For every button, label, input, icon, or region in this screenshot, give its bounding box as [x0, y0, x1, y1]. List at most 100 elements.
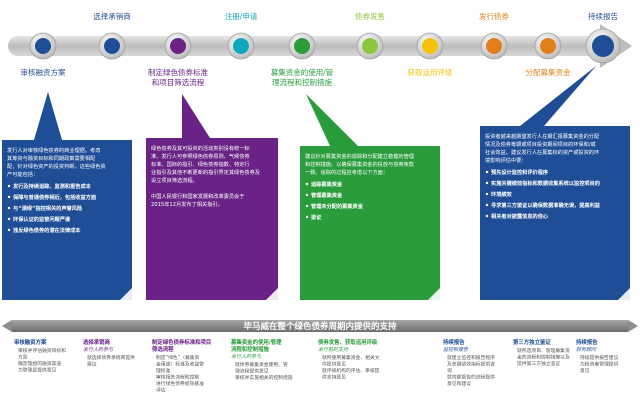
support-column-item: 评估 [156, 387, 166, 394]
info-box-pointer-3 [306, 94, 358, 146]
info-box-bullet: 管理募集资金 [311, 191, 343, 199]
support-bar [12, 320, 628, 332]
support-column-item: 制定“绿色”（募集资 [156, 354, 200, 361]
support-column-item: 为管理层提供意见 [18, 367, 57, 374]
support-column-item: 提供第三方独立鉴证 [517, 360, 560, 367]
stage-bottom-label-9: 分配募集资金 [526, 67, 571, 77]
info-box-2: 绿色债券及其可投资的活动类别没有统一标准。发行人可参照绿色债券原则、气候债券标准… [146, 94, 278, 300]
info-box-bullet: 发行及持续追踪、监测和报告成本 [12, 182, 92, 190]
support-column-title: 审核融资方案 [14, 338, 47, 346]
info-box-text-line: 业指引及其他不断更新的指引界定其绿色债券及 [151, 168, 260, 176]
support-column-title-cont: 筛选流程 [151, 345, 174, 353]
support-column-title: 债券发售、获取运用评级 [318, 338, 378, 346]
support-column-item: 为投资者管理提供 [580, 361, 619, 368]
support-column-6: 持续报告监控和报告就建立监控和报告程序及关键绩效指标提供咨询就内部报告的流程提供… [443, 338, 495, 387]
bullet-dot [305, 182, 309, 186]
info-box-bullet: 寻求第三方鉴证以确保数据准确无误，提高利益 [491, 201, 601, 209]
stage-bottom-label-5: 募集资金的使用/管理流程和控制措施 [271, 67, 334, 87]
bullet-dot [305, 193, 309, 197]
info-box-fold-3 [428, 288, 440, 300]
info-box-text-line: 配，针对绿色资产的投资判断，这些绿色资 [7, 162, 106, 170]
bullet-dot [305, 215, 309, 219]
info-box-bullet: 预先设计监控和评价程序 [491, 168, 549, 176]
support-column-item: 确定理想的融资渠道 [18, 360, 61, 367]
info-box-text-line: 其筹资与融资目标和同期政策需要相配 [7, 154, 96, 162]
info-box-pointer-2 [182, 94, 210, 138]
info-box-bullet: 保障与普通债券相近，包括收益方面 [12, 193, 96, 201]
support-column-item: 审核相关流程和控制 [156, 374, 199, 381]
info-box-body-2 [146, 138, 278, 300]
support-column-item: 供支持意见 [322, 374, 346, 381]
stage-top-label-6: 债券发售 [355, 11, 385, 21]
support-bar-right-arrow [628, 320, 638, 332]
info-box-text-line: 准。发行人可参照绿色债券原则、气候债券 [151, 152, 250, 160]
stage-dot-9 [540, 38, 556, 54]
support-bar-left-arrow [2, 320, 12, 332]
support-column-item: 审核并评估融资目标和 [18, 347, 66, 354]
support-column-title: 持续报告 [576, 338, 598, 346]
info-box-3: 建议针对募集资金的追踪和分配建立稳健的管理和控制措施。以确保募集资金的投放与债券… [300, 94, 440, 300]
info-box-text-line: 境影响评估中要： [485, 156, 527, 164]
info-box-text-line: 建议针对募集资金的追踪和分配建立稳健的管理 [305, 152, 415, 160]
info-box-text-line: 设立项目筛选流程。 [151, 176, 198, 184]
info-box-text-line: 中国人民银行和国家发展和改革委员会于 [151, 192, 244, 200]
stage-dot-2 [104, 38, 120, 54]
stage-top-label-10: 持续报告 [588, 11, 618, 21]
info-box-text-line: 一致。追踪的过程应考虑以下方面： [305, 168, 388, 176]
bullet-dot [485, 192, 489, 196]
support-column-item: 就选择债券承销商提供 [87, 354, 135, 361]
support-column-title: 持续报告 [443, 338, 465, 346]
support-column-item: 理流程提供意见 [235, 368, 269, 375]
stage-dot-7 [422, 38, 438, 54]
support-column-3: 制定绿色债券标准和项目筛选流程制定“绿色”（募集资金用途）标准及收益管理标准审核… [151, 338, 211, 394]
support-column-item: 进行绿色债券绩效基准 [156, 380, 204, 387]
stage-bottom-label-3: 制定绿色债券标准和项目筛选流程 [148, 67, 208, 87]
stage-top-label-2: 选择承销商 [93, 11, 131, 21]
bullet-dot [7, 195, 11, 199]
support-column-item: 金用途）标准及收益管 [156, 361, 204, 368]
stage-bottom-label-1: 审核融资方案 [21, 67, 66, 77]
support-column-title: 第三方独立鉴证 [513, 338, 551, 346]
support-column-item: 金的流程和控制措施以及 [517, 354, 570, 361]
info-box-bullet: 环境绩效 [491, 190, 513, 198]
info-box-bullet: 环保认证的监管问题严谨 [13, 215, 71, 223]
stage-top-label-4: 注册/申请 [225, 11, 258, 21]
info-box-bullet: 管理未分配的募集资金 [311, 202, 364, 210]
stage-bottom-label-7: 获取运用评级 [408, 67, 453, 77]
info-box-pointer-1 [34, 92, 62, 140]
support-column-subtitle: 发行人的参与 [83, 346, 114, 353]
support-bar-text: 毕马威在整个绿色债券周期内提供的支持 [243, 321, 397, 332]
support-column-item: 就评级机构的评估、审核提 [322, 367, 380, 374]
bullet-dot [485, 203, 489, 207]
info-box-fold-4 [618, 288, 630, 300]
support-column-item: 就建立监控和报告程序 [447, 354, 495, 361]
info-box-bullet: 鉴证 [310, 213, 322, 221]
bullet-dot [305, 204, 309, 208]
info-box-bullet: 与“漂绿”指控相关的声誉风险 [13, 204, 83, 212]
bullet-dot [7, 184, 11, 188]
bullet-dot [485, 214, 489, 218]
stage-dot-4 [233, 38, 249, 54]
support-column-subtitle: 发行前的支持 [318, 346, 349, 353]
info-box-text-line: 和控制措施。以确保募集资金的投放与债券条款 [305, 160, 415, 168]
info-box-text-line: 2015年12月发布了相关指引。 [151, 200, 223, 208]
info-box-1: 发行人对审核绿色债券的商业理据。考虑其筹资与融资目标和同期政策需要相配配，针对绿… [2, 92, 132, 300]
info-box-text-line: 标准、国际的指引、绿色债券指数、特定行 [151, 160, 250, 168]
info-box-bullet: 实施关键绩效指标和数据收集系统以监控项目的 [491, 179, 600, 187]
stage-dot-8 [486, 38, 502, 54]
info-box-fold-1 [120, 288, 132, 300]
support-column-item: 理标准 [156, 367, 171, 374]
info-box-4: 投资者越来越期望发行人在期汇报募集资金的分配情况及债券筹期或项目投资期间项目的环… [480, 66, 630, 300]
support-column-item: 就内部报告的流程提供 [447, 374, 495, 381]
info-box-text-line: 社会效益。建议发行人在募集标的资产或投资的环 [485, 148, 599, 156]
support-column-item: 就债券募集资金使用、管 [235, 361, 288, 368]
info-box-text-line: 发行人对审核绿色债券的商业理据。考虑 [7, 146, 100, 154]
info-box-pointer-4 [520, 66, 596, 126]
support-column-item: 方案 [18, 354, 28, 361]
stage-dot-6 [362, 38, 378, 54]
